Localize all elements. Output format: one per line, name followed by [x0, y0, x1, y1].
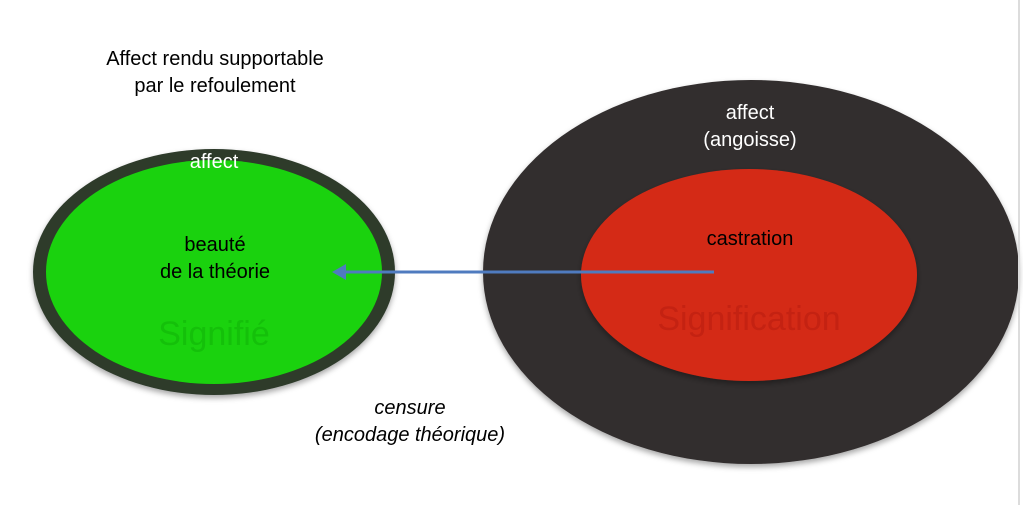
page-edge-divider: [1018, 0, 1020, 505]
title-line-2: par le refoulement: [134, 75, 296, 97]
censure-caption: censure (encodage théorique): [285, 395, 535, 449]
left-ellipse-fill: [46, 160, 382, 384]
right-outer-label: affect (angoisse): [680, 100, 820, 154]
caption-line-1: censure: [374, 397, 446, 419]
left-inner-line-1: beauté: [184, 234, 246, 256]
left-watermark: Signifié: [158, 315, 270, 353]
left-inner-line-2: de la théorie: [159, 261, 271, 283]
left-outer-label: affect: [189, 151, 239, 173]
left-inner-label: beauté de la théorie: [120, 232, 310, 286]
caption-line-2: (encodage théorique): [314, 424, 506, 446]
right-watermark: Signification: [657, 300, 840, 338]
right-outer-line-1: affect: [725, 102, 775, 124]
title-line-1: Affect rendu supportable: [106, 48, 324, 70]
right-outer-line-2: (angoisse): [703, 129, 797, 151]
right-inner-label: castration: [706, 228, 794, 250]
arrow-head-icon: [332, 264, 346, 280]
right-ellipse-inner: [581, 169, 917, 381]
diagram-title: Affect rendu supportable par le refoulem…: [60, 46, 370, 100]
